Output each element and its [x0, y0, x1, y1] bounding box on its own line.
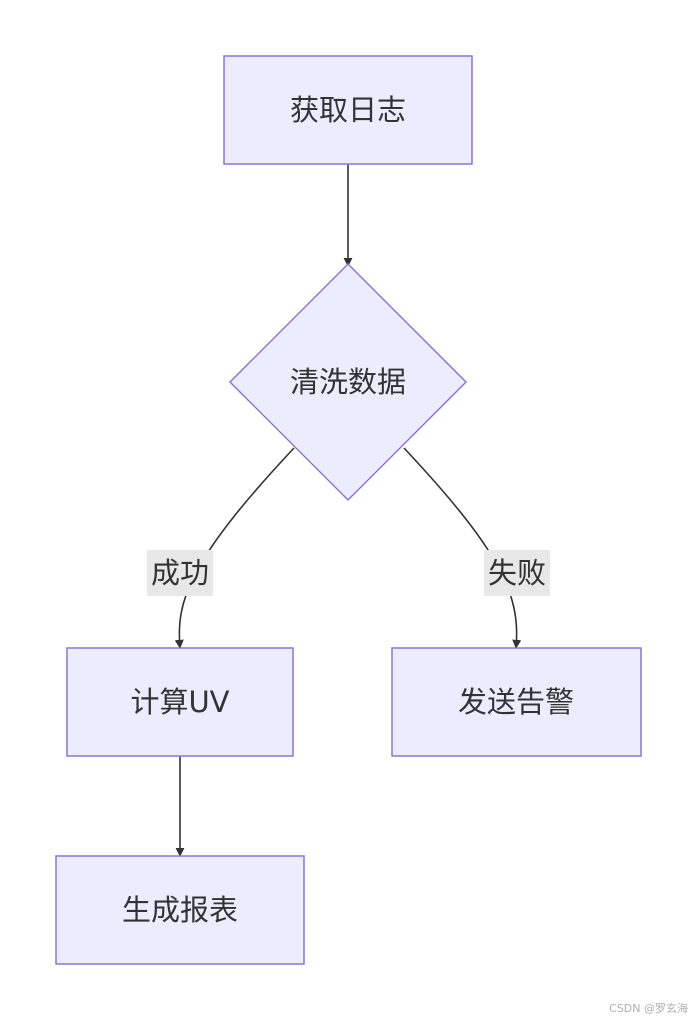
- node-get-log-label: 获取日志: [290, 93, 406, 127]
- node-calc-uv[interactable]: 计算UV: [66, 647, 294, 757]
- watermark: CSDN @罗玄海: [609, 1002, 688, 1015]
- node-clean-data[interactable]: 清洗数据: [228, 262, 468, 502]
- node-get-log[interactable]: 获取日志: [223, 55, 473, 165]
- node-gen-report-label: 生成报表: [122, 893, 238, 927]
- edge-clean-data-to-calc-uv: [174, 447, 295, 649]
- node-send-alert[interactable]: 发送告警: [391, 647, 642, 757]
- edge-clean-data-to-send-alert: [403, 447, 522, 649]
- edge-label-failure: 失败: [484, 550, 550, 596]
- edge-label-success: 成功: [147, 550, 213, 596]
- node-gen-report[interactable]: 生成报表: [55, 855, 305, 965]
- edge-label-failure-text: 失败: [488, 556, 546, 590]
- node-send-alert-label: 发送告警: [458, 685, 574, 719]
- node-clean-data-label: 清洗数据: [290, 365, 406, 399]
- edge-label-success-text: 成功: [151, 556, 209, 590]
- node-calc-uv-label: 计算UV: [130, 685, 229, 719]
